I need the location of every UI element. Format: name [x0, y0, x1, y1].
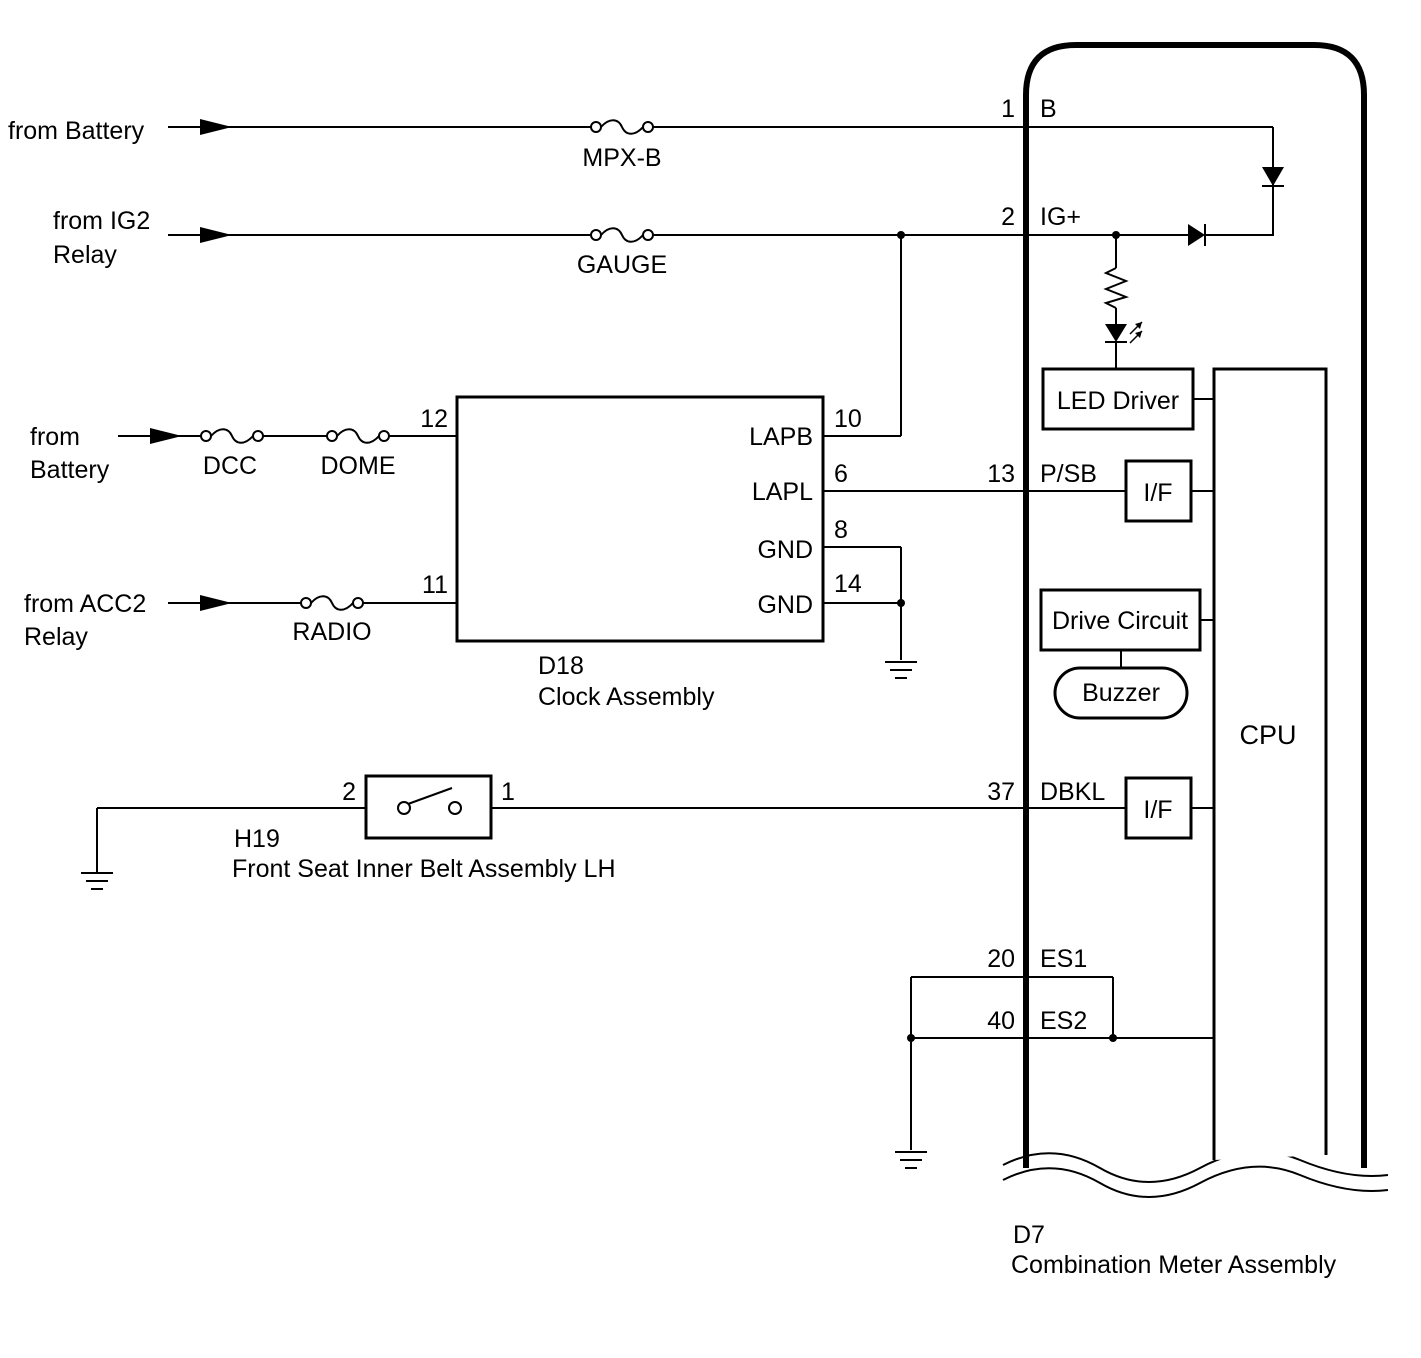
pin-number-es2: 40: [987, 1007, 1015, 1035]
ground-belt-icon: [80, 872, 114, 890]
cpu-block: CPU: [1212, 367, 1328, 1160]
pin-lapl: LAPL: [752, 478, 813, 506]
fuse-gauge-label: GAUGE: [577, 251, 667, 279]
acc2-circuit: from ACC2 Relay RADIO: [24, 590, 457, 651]
fuse-dome-label: DOME: [321, 452, 396, 480]
belt-switch-circuit: 2 1 H19 Front Seat Inner Belt Assembly L…: [80, 774, 1214, 890]
fuse-dome-icon: [326, 428, 390, 444]
if1-label: I/F: [1143, 479, 1172, 507]
ground-clock-icon: [884, 661, 918, 679]
pin-name-es2: ES2: [1040, 1007, 1087, 1035]
fuse-mpxb-icon: [590, 119, 654, 135]
led-driver-block: LED Driver: [1041, 367, 1214, 431]
meter-ground-circuit: 20 ES1 40 ES2: [894, 945, 1214, 1169]
source-battery2-line1: from: [30, 423, 80, 451]
resistor-icon: [1103, 267, 1130, 309]
clock-name: Clock Assembly: [538, 683, 715, 711]
pin-lapb: LAPB: [749, 423, 813, 451]
battery-top-circuit: from Battery MPX-B 1 B: [8, 95, 1284, 236]
fuse-mpxb-label: MPX-B: [582, 144, 661, 172]
pin-number-ig: 2: [1001, 203, 1015, 231]
if2-label: I/F: [1143, 796, 1172, 824]
belt-id: H19: [234, 825, 280, 853]
fuse-dcc-icon: [200, 428, 264, 444]
pin-name-ig: IG+: [1040, 203, 1081, 231]
source-battery-top: from Battery: [8, 117, 145, 145]
belt-name: Front Seat Inner Belt Assembly LH: [232, 855, 616, 883]
meter-id: D7: [1013, 1221, 1045, 1249]
drive-circuit-block: Drive Circuit Buzzer: [1039, 588, 1214, 720]
pin-number-8: 8: [834, 516, 848, 544]
battery-clock-circuit: from Battery DCC DOME: [30, 423, 457, 484]
combination-meter-outline: [1002, 42, 1389, 1198]
drive-circuit-label: Drive Circuit: [1052, 607, 1188, 635]
pin-number-dbkl: 37: [987, 778, 1015, 806]
pin-name-b: B: [1040, 95, 1057, 123]
pin-number-6: 6: [834, 460, 848, 488]
pin-number-b: 1: [1001, 95, 1015, 123]
pin-number-14: 14: [834, 570, 862, 598]
pin-name-dbkl: DBKL: [1040, 778, 1105, 806]
fuse-radio-label: RADIO: [292, 618, 371, 646]
pin-number-belt-2: 2: [342, 778, 356, 806]
buzzer-icon: [1053, 666, 1189, 720]
pin-number-12: 12: [420, 405, 448, 433]
pin-name-es1: ES1: [1040, 945, 1087, 973]
pin-gnd-2: GND: [757, 591, 813, 619]
pin-number-psb: 13: [987, 460, 1015, 488]
diode-b-icon: [1262, 167, 1284, 186]
source-acc2-line2: Relay: [24, 623, 88, 651]
switch-icon: [397, 801, 411, 815]
ig2-circuit: from IG2 Relay GAUGE 2 IG+: [53, 203, 1273, 436]
pin-gnd-1: GND: [757, 536, 813, 564]
clock-id: D18: [538, 652, 584, 680]
pin-number-es1: 20: [987, 945, 1015, 973]
psb-interface: 13 P/SB I/F: [987, 459, 1214, 523]
fuse-radio-icon: [300, 595, 364, 611]
led-icon: [1105, 324, 1127, 342]
led-driver-label: LED Driver: [1057, 387, 1179, 415]
diode-ig-icon: [1188, 224, 1205, 246]
pin-name-psb: P/SB: [1040, 460, 1097, 488]
source-ig2-line2: Relay: [53, 241, 117, 269]
fuse-gauge-icon: [590, 227, 654, 243]
source-battery2-line2: Battery: [30, 456, 110, 484]
pin-number-11: 11: [422, 571, 448, 599]
source-ig2-line1: from IG2: [53, 207, 150, 235]
cpu-label: CPU: [1239, 720, 1296, 750]
source-acc2-line1: from ACC2: [24, 590, 146, 618]
buzzer-label: Buzzer: [1082, 679, 1160, 707]
fuse-dcc-label: DCC: [203, 452, 257, 480]
meter-name: Combination Meter Assembly: [1011, 1251, 1337, 1279]
pin-number-belt-1: 1: [501, 778, 515, 806]
clock-assembly: D18 Clock Assembly LAPB LAPL GND GND 12 …: [420, 395, 1126, 711]
pin-number-10: 10: [834, 405, 862, 433]
ground-meter-icon: [894, 1151, 928, 1169]
